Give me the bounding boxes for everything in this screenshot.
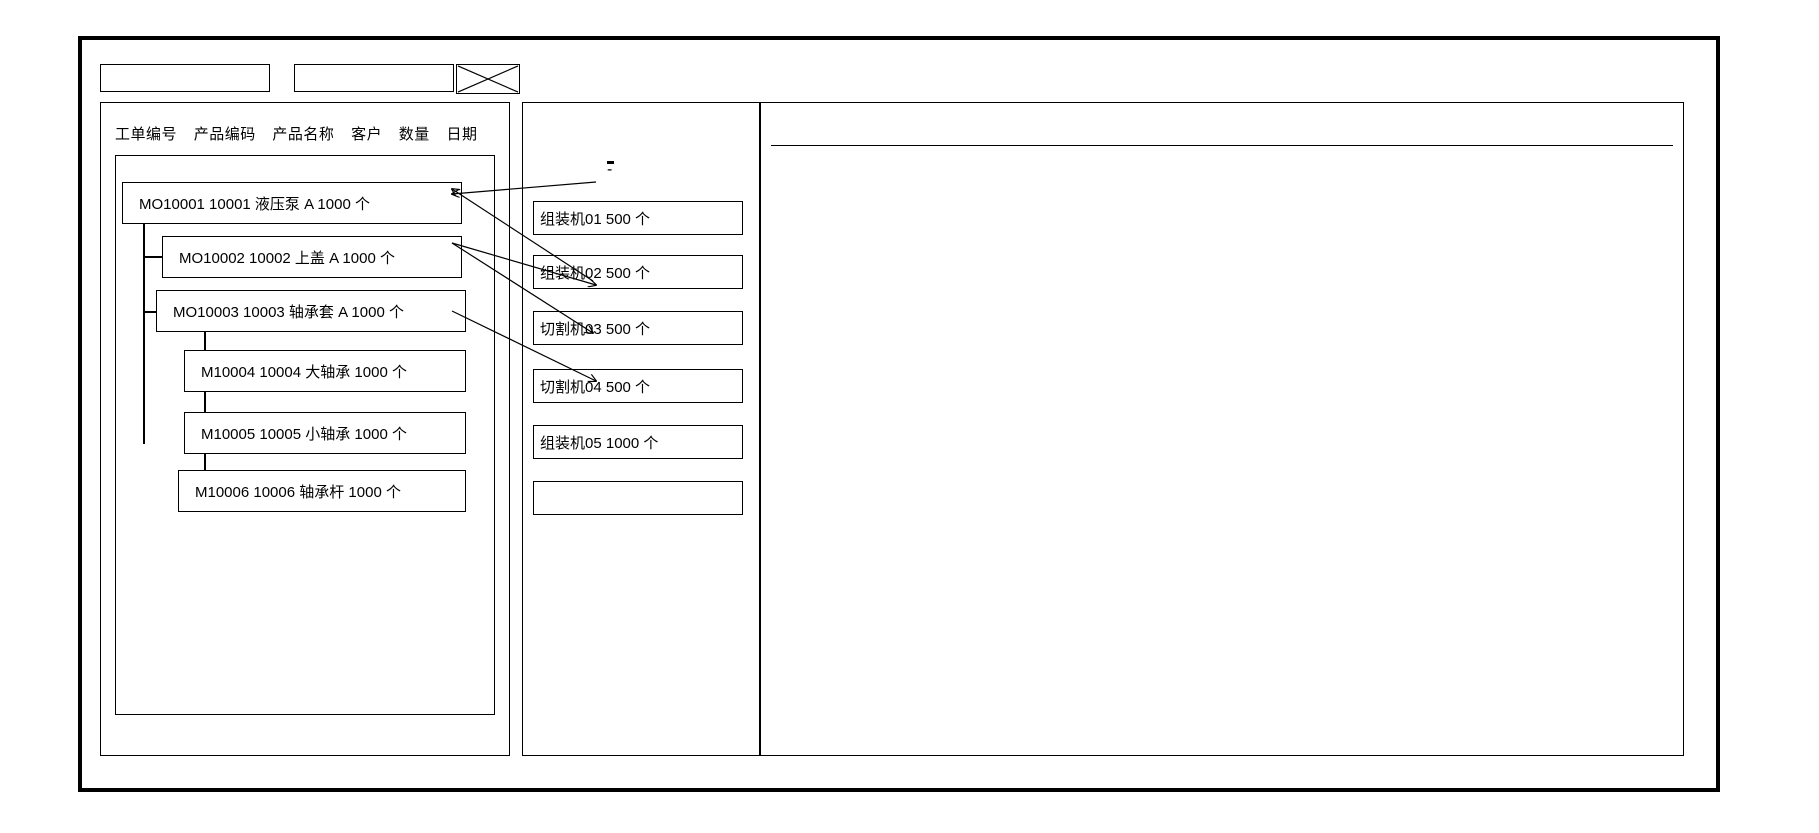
tree-connector-elbow-2 [143, 311, 157, 313]
column-header-product-code: 产品编码 [193, 126, 256, 143]
work-order-list-panel: 工单编号 产品编码 产品名称 客户 数量 日期 MO10001 10001 [100, 102, 510, 756]
toolbar-field-1[interactable] [100, 64, 270, 92]
tree-connector-elbow-1 [143, 256, 163, 258]
panel-marker-dash: - [607, 161, 614, 178]
image-placeholder-icon[interactable] [456, 64, 520, 94]
application-window-frame: 工单编号 产品编码 产品名称 客户 数量 日期 MO10001 10001 [78, 36, 1720, 792]
work-order-row-m10006[interactable]: M10006 10006 轴承杆 1000 个 [178, 470, 466, 512]
machine-task-row-text: 组装机05 1000 个 [540, 434, 659, 452]
machine-task-list-panel: - 组装机01 500 个 组装机02 500 个 切割机03 500 个 切割… [522, 102, 760, 756]
machine-task-row-text: 组装机01 500 个 [540, 210, 651, 228]
work-order-row-mo10002[interactable]: MO10002 10002 上盖 A 1000 个 [162, 236, 462, 278]
detail-panel-header-divider [771, 145, 1673, 146]
column-header-customer: 客户 [351, 126, 383, 143]
work-order-row-m10004[interactable]: M10004 10004 大轴承 1000 个 [184, 350, 466, 392]
machine-task-row-05[interactable]: 组装机05 1000 个 [533, 425, 743, 459]
column-header-row: 工单编号 产品编码 产品名称 客户 数量 日期 [115, 123, 489, 144]
detail-panel[interactable] [760, 102, 1684, 756]
machine-task-row-01[interactable]: 组装机01 500 个 [533, 201, 743, 235]
machine-task-row-03[interactable]: 切割机03 500 个 [533, 311, 743, 345]
machine-task-row-empty[interactable] [533, 481, 743, 515]
column-header-order-no: 工单编号 [115, 126, 178, 143]
work-order-row-text: M10004 10004 大轴承 1000 个 [201, 363, 407, 381]
work-order-row-m10005[interactable]: M10005 10005 小轴承 1000 个 [184, 412, 466, 454]
work-order-row-text: MO10002 10002 上盖 A 1000 个 [179, 249, 395, 267]
work-order-tree[interactable]: MO10001 10001 液压泵 A 1000 个 MO10002 10002… [115, 155, 495, 715]
work-order-row-mo10001[interactable]: MO10001 10001 液压泵 A 1000 个 [122, 182, 462, 224]
work-order-row-text: MO10001 10001 液压泵 A 1000 个 [139, 195, 370, 213]
machine-task-row-text: 切割机03 500 个 [540, 320, 651, 338]
machine-task-row-02[interactable]: 组装机02 500 个 [533, 255, 743, 289]
work-order-row-text: M10006 10006 轴承杆 1000 个 [195, 483, 401, 501]
machine-task-row-text: 组装机02 500 个 [540, 264, 651, 282]
work-order-row-text: M10005 10005 小轴承 1000 个 [201, 425, 407, 443]
toolbar-field-2[interactable] [294, 64, 454, 92]
machine-task-row-text: 切割机04 500 个 [540, 378, 651, 396]
work-order-row-text: MO10003 10003 轴承套 A 1000 个 [173, 303, 404, 321]
work-order-row-mo10003[interactable]: MO10003 10003 轴承套 A 1000 个 [156, 290, 466, 332]
column-header-date: 日期 [446, 126, 478, 143]
machine-task-row-04[interactable]: 切割机04 500 个 [533, 369, 743, 403]
column-header-product-name: 产品名称 [272, 126, 335, 143]
column-header-quantity: 数量 [398, 126, 430, 143]
tree-connector-trunk-root [143, 224, 145, 444]
